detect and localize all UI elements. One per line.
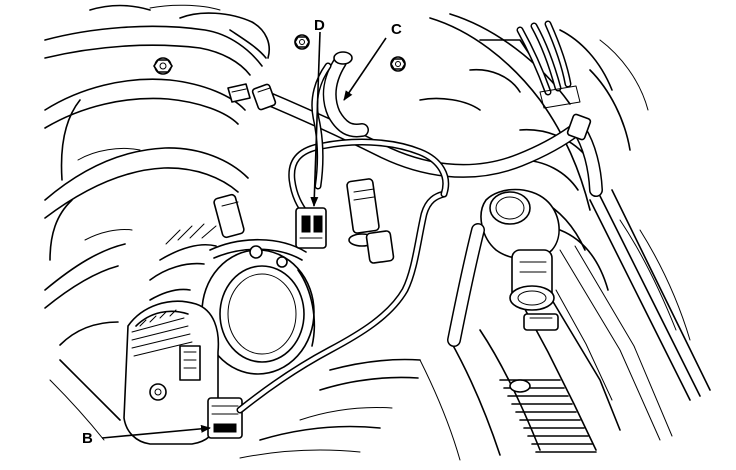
tps-harness <box>236 190 448 414</box>
intake-manifold <box>44 4 270 346</box>
bracket <box>227 83 251 103</box>
hose-clamp <box>566 113 592 141</box>
callout-c: C <box>343 21 402 101</box>
engine-block-right <box>419 13 649 461</box>
callout-c-label: C <box>391 21 402 38</box>
lower-lines <box>49 358 421 459</box>
harness-to-connector-d <box>288 62 450 218</box>
sensor-hose <box>322 51 369 138</box>
ribbed-fitting <box>499 379 597 453</box>
manifold-bolt <box>294 34 310 50</box>
manifold-bolt <box>390 56 406 72</box>
callout-d: D <box>310 17 325 207</box>
breather-hose <box>447 223 485 347</box>
wiring-loom <box>516 20 581 109</box>
purge-valve <box>509 249 555 311</box>
hose-clamp <box>251 83 277 111</box>
throttle-body <box>149 223 316 375</box>
callout-d-label: D <box>314 17 325 34</box>
breather-elbow <box>480 188 560 260</box>
tps-connector <box>207 397 243 439</box>
callout-b-label: B <box>82 430 93 447</box>
fuel-injector <box>365 230 395 264</box>
clip <box>523 313 559 331</box>
throttle-position-sensor <box>123 300 220 445</box>
throttle-body-bolt <box>249 245 288 268</box>
callout-b: B <box>82 424 211 447</box>
fuel-injector <box>213 193 245 239</box>
vacuum-line-end <box>229 29 267 59</box>
connector-d <box>295 207 327 249</box>
manifold-bolt <box>153 57 173 75</box>
fuel-rail-lines <box>559 189 711 441</box>
